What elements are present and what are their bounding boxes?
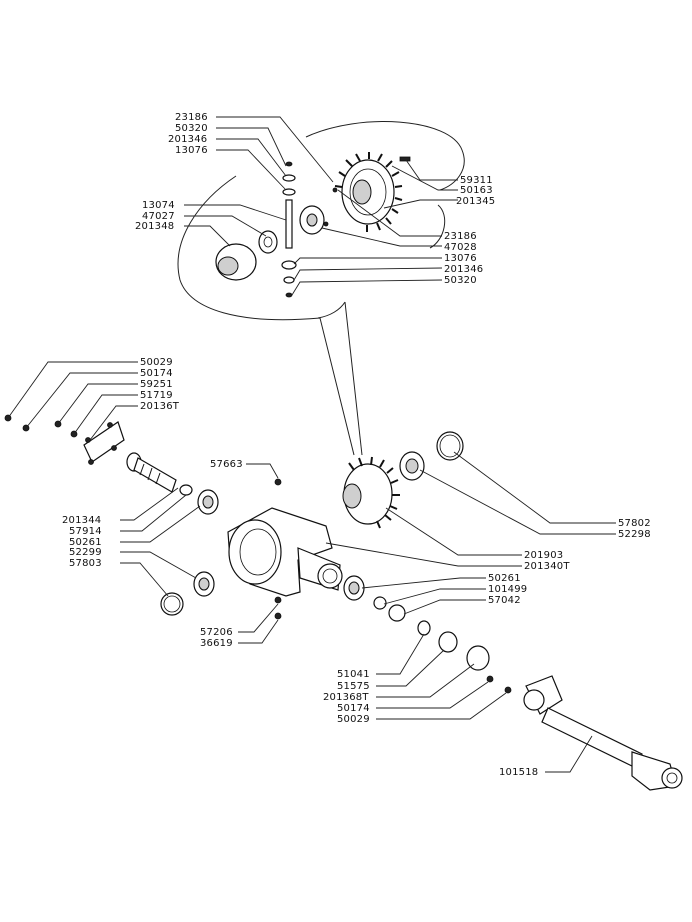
label-57663: 57663 bbox=[210, 459, 243, 470]
part-number-labels: 23186 50320 201346 13076 13074 47027 201… bbox=[62, 112, 651, 778]
label-51041: 51041 bbox=[337, 669, 370, 680]
ring-gear-main bbox=[342, 456, 400, 529]
label-57206: 57206 bbox=[200, 627, 233, 638]
label-201345: 201345 bbox=[456, 196, 495, 207]
label-201344: 201344 bbox=[62, 515, 101, 526]
label-47027: 47027 bbox=[142, 211, 175, 222]
label-50029-bottom: 50029 bbox=[337, 714, 370, 725]
label-50174-bottom: 50174 bbox=[337, 703, 370, 714]
label-201348: 201348 bbox=[135, 221, 174, 232]
label-13074: 13074 bbox=[142, 200, 175, 211]
label-47028: 47028 bbox=[444, 242, 477, 253]
left-small-parts bbox=[160, 478, 282, 620]
label-13076-top: 13076 bbox=[175, 145, 208, 156]
label-50163: 50163 bbox=[460, 185, 493, 196]
label-201346-right: 201346 bbox=[444, 264, 483, 275]
label-57803: 57803 bbox=[69, 558, 102, 569]
label-50029-left: 50029 bbox=[140, 357, 173, 368]
label-52298: 52298 bbox=[618, 529, 651, 540]
label-50261-right: 50261 bbox=[488, 573, 521, 584]
drive-shaft bbox=[523, 675, 683, 791]
label-51575: 51575 bbox=[337, 681, 370, 692]
label-101518: 101518 bbox=[499, 767, 538, 778]
label-201903: 201903 bbox=[524, 550, 563, 561]
label-201346-top: 201346 bbox=[168, 134, 207, 145]
cross-shaft-top bbox=[281, 156, 411, 298]
ring-gear-top bbox=[334, 152, 403, 232]
pinion-shaft bbox=[126, 452, 177, 493]
label-57802: 57802 bbox=[618, 518, 651, 529]
label-50261-left: 50261 bbox=[69, 537, 102, 548]
label-201340T: 201340T bbox=[524, 561, 570, 572]
label-36619: 36619 bbox=[200, 638, 233, 649]
label-201368T: 201368T bbox=[323, 692, 369, 703]
label-50174-left: 50174 bbox=[140, 368, 173, 379]
right-bearings-seals bbox=[343, 431, 512, 694]
label-13076-right: 13076 bbox=[444, 253, 477, 264]
label-51719: 51719 bbox=[140, 390, 173, 401]
label-52299: 52299 bbox=[69, 547, 102, 558]
label-59251: 59251 bbox=[140, 379, 173, 390]
label-20136T: 20136T bbox=[140, 401, 180, 412]
label-59311: 59311 bbox=[460, 175, 493, 186]
label-57914: 57914 bbox=[69, 526, 102, 537]
differential-carrier-top bbox=[215, 230, 278, 281]
label-50320-right: 50320 bbox=[444, 275, 477, 286]
label-57042: 57042 bbox=[488, 595, 521, 606]
side-cover-plate bbox=[4, 414, 125, 465]
label-101499: 101499 bbox=[488, 584, 527, 595]
leader-lines bbox=[7, 116, 616, 773]
gearbox-housing bbox=[227, 507, 343, 597]
differential-callout-outline bbox=[177, 121, 465, 456]
label-50320-top: 50320 bbox=[175, 123, 208, 134]
label-23186-top: 23186 bbox=[175, 112, 208, 123]
label-23186-right: 23186 bbox=[444, 231, 477, 242]
spider-gear-top bbox=[299, 205, 325, 235]
